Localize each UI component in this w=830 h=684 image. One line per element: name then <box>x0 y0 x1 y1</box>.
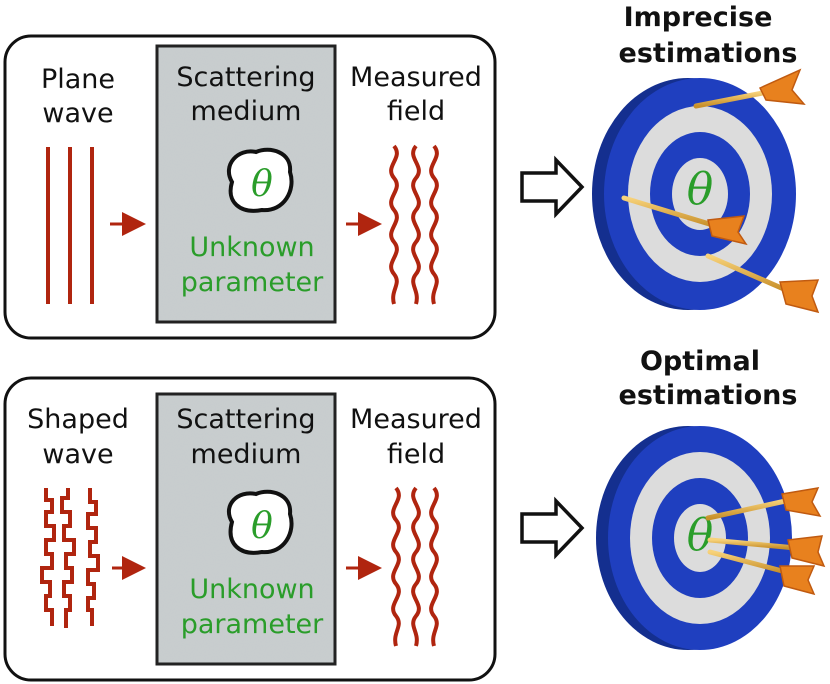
param-label-line1: Unknown <box>189 232 314 263</box>
target-icon <box>592 78 796 310</box>
input-label-line2: wave <box>42 439 113 470</box>
panel-top: Plane wave Scattering medium θ Unknown p… <box>3 34 497 340</box>
param-label-line2: parameter <box>181 267 324 298</box>
result-title-top-line2: estimations <box>619 38 798 69</box>
param-label-line1: Unknown <box>189 574 314 605</box>
output-label-line1: Measured <box>350 404 482 435</box>
shaped-wave-icon <box>40 488 100 628</box>
medium-label-line1: Scattering <box>176 404 315 435</box>
dart-icon <box>705 487 822 521</box>
hollow-arrow-icon <box>520 496 585 560</box>
result-title-bottom-line1: Optimal <box>640 346 760 377</box>
theta-symbol: θ <box>251 506 273 547</box>
scattering-medium <box>155 392 337 666</box>
dart-icon <box>693 68 806 109</box>
theta-symbol-target: θ <box>687 164 714 215</box>
target-icon <box>596 426 792 650</box>
blob-icon <box>227 489 294 555</box>
output-label-line2: field <box>387 96 445 127</box>
result-title-bottom-line2: estimations <box>619 380 798 411</box>
input-label-line1: Plane <box>41 64 115 95</box>
result-title-top-line1: Imprecise <box>624 2 773 33</box>
param-label-line2: parameter <box>181 609 324 640</box>
blob-icon <box>227 147 294 213</box>
medium-label-line2: medium <box>191 439 302 470</box>
measured-field-icon <box>389 144 439 305</box>
plane-wave-icon <box>46 147 94 304</box>
dart-icon <box>621 195 748 246</box>
output-label-line2: field <box>387 439 445 470</box>
hollow-arrow-icon <box>520 155 585 219</box>
input-label-line2: wave <box>42 98 113 129</box>
dart-icon <box>707 549 816 596</box>
dart-icon <box>705 253 820 314</box>
panel-bottom: Shaped wave Scattering medium θ Unknown … <box>3 376 497 682</box>
input-label-line1: Shaped <box>27 404 129 435</box>
measured-field-icon <box>391 486 439 647</box>
medium-label-line2: medium <box>191 96 302 127</box>
output-label-line1: Measured <box>350 62 482 93</box>
medium-label-line1: Scattering <box>176 62 315 93</box>
theta-symbol: θ <box>251 164 273 205</box>
dart-icon <box>707 535 826 568</box>
